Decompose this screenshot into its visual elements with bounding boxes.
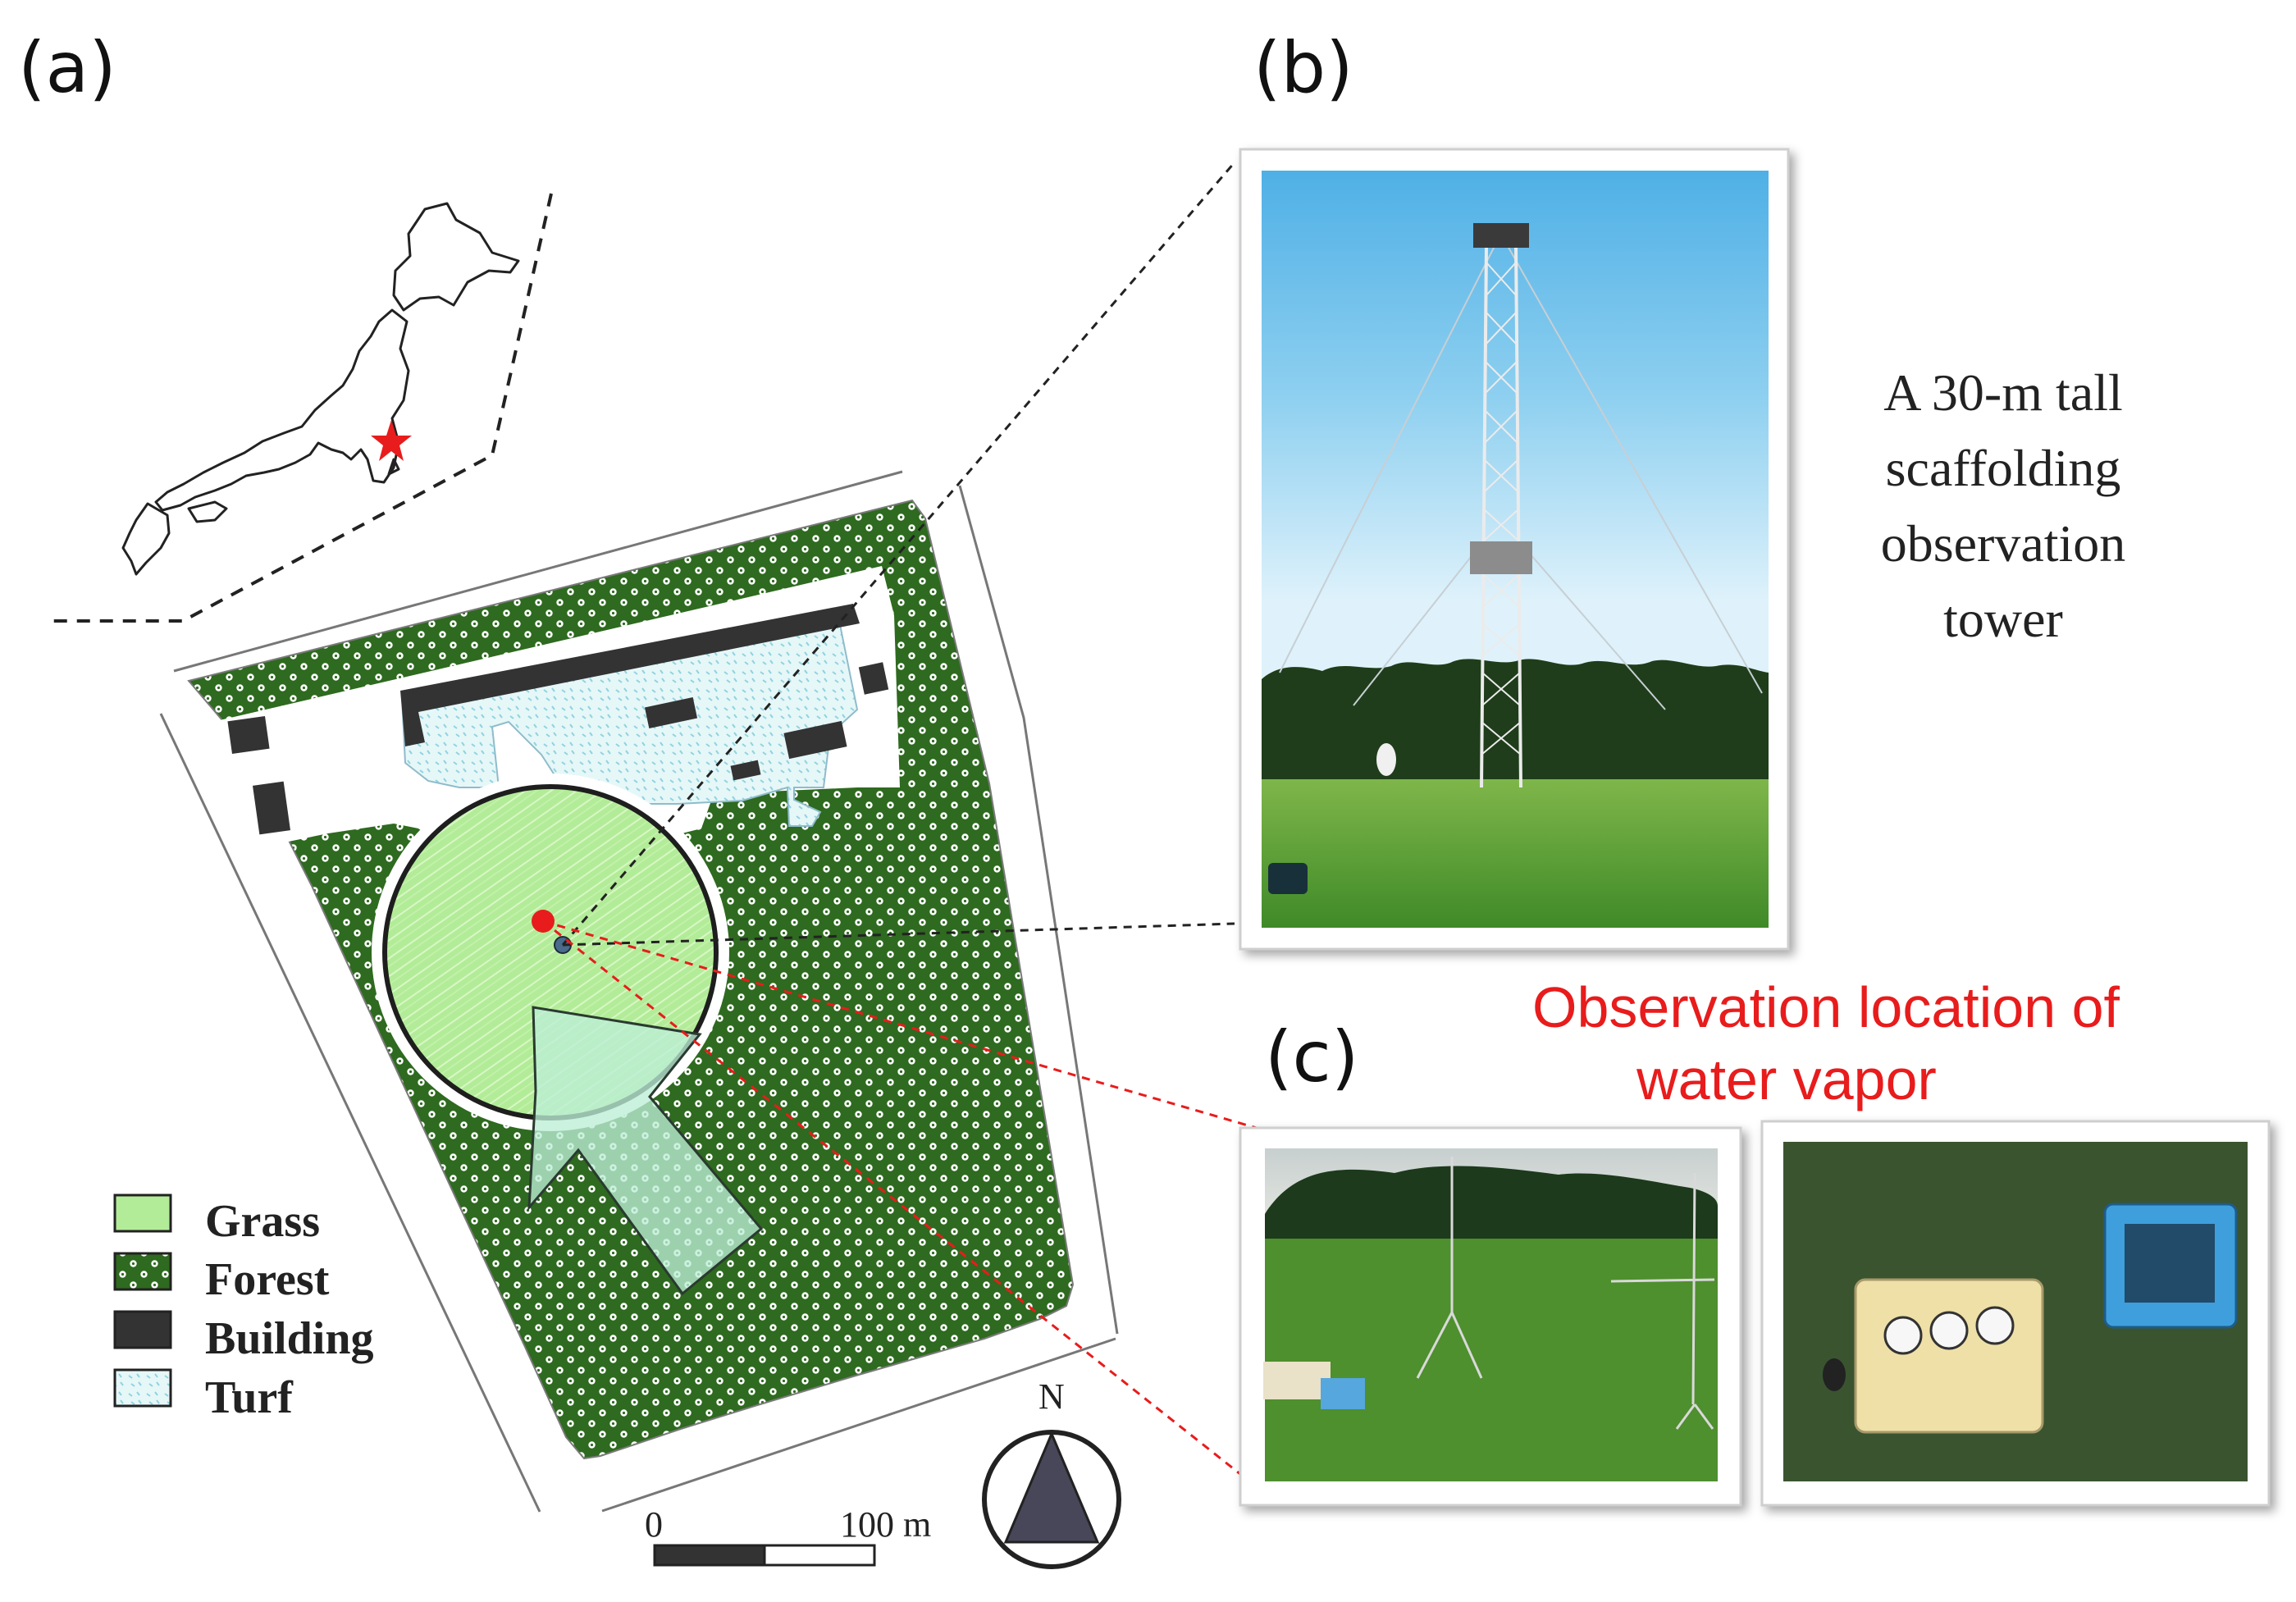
building-east-1 [858,662,889,695]
tower-caption-line-2: scaffolding [1886,439,2121,497]
tower-caption-line-3: observation [1881,514,2126,573]
legend-swatch-forest [113,1252,172,1291]
north-triangle [1003,1431,1100,1544]
tower-photo-frame [1239,148,1790,951]
building-main-long [400,604,860,746]
tower-photo [1262,171,1769,928]
legend-label-turf: Turf [205,1372,294,1423]
building-mid-1 [644,697,698,728]
building-west-1 [227,715,270,755]
tower-caption-line-4: tower [1943,590,2063,648]
legend-label-building: Building [205,1313,373,1364]
gauge-2 [1929,1311,1969,1350]
guy-wire-3 [1353,541,1484,706]
wind-direction-arrow [527,1006,764,1296]
building-west-2 [253,781,290,835]
road-outline-north [173,470,903,673]
vapor-leader-upper [542,920,1266,1132]
photo-white-object [1376,743,1396,776]
north-label: N [1038,1376,1065,1417]
field-equipment-box [1263,1362,1331,1399]
tower-top-platform [1473,223,1529,248]
legend-swatch-grass [113,1194,172,1233]
tower-leader-upper [561,162,1236,946]
tower-mid-platform [1470,541,1532,574]
lattice-tower [1480,245,1522,788]
gauge-1 [1883,1316,1923,1355]
field-mast [1416,1157,1715,1430]
red-star-location [371,420,412,461]
leader-lines [542,162,1266,1482]
site-map [159,470,1119,1513]
field-blue-box [1321,1378,1365,1409]
scale-bar-end-label: 100 m [840,1504,931,1545]
vapor-leader-lower [542,920,1249,1482]
road-outline-south [601,1337,1116,1513]
road-outline-east [958,485,1119,1335]
tower-caption-line-1: A 30-m tall [1883,363,2123,422]
scale-bar-white [763,1544,876,1567]
road-outline-west [159,713,541,1513]
map-legend: Grass Forest Building Turf [113,1194,373,1423]
panel-a-label: (a) [18,27,116,109]
japan-outline [121,202,520,576]
instrument-cylinder [1823,1358,1846,1391]
japan-inset-map [52,193,553,623]
guy-wire-4 [1518,541,1666,710]
legend-swatch-building [113,1310,172,1349]
building-mid-2 [783,720,847,760]
instrument-blue-panel [2125,1224,2215,1303]
inset-border-dashed [52,193,553,623]
legend-label-grass: Grass [205,1196,320,1247]
tower-photo-treeline [1262,659,1769,787]
vapor-caption-line-1: Observation location of [1532,975,2120,1039]
scale-bar-black [653,1544,766,1567]
field-photo-treeline [1265,1166,1718,1247]
legend-label-forest: Forest [205,1254,330,1305]
scale-bar-start-label: 0 [645,1504,663,1545]
panel-c-label: (c) [1265,1016,1358,1098]
guy-wire-1 [1279,245,1495,673]
field-photo-frame [1239,1126,1742,1507]
north-arrow: N [982,1376,1121,1569]
legend-swatch-turf [113,1368,172,1408]
instrument-yellow-case [1854,1278,2044,1434]
instrument-photo-frame [1760,1120,2271,1507]
scale-bar: 0 100 m [645,1504,931,1567]
vapor-caption-line-2: water vapor [1636,1047,1937,1111]
field-photo-grass [1265,1239,1718,1481]
photo-instrument-box [1268,863,1308,894]
guy-wire-2 [1507,245,1763,694]
panel-b-label: (b) [1253,27,1353,109]
building-mid-3 [730,760,761,781]
tower-photo-field [1262,779,1769,928]
gauge-3 [1975,1306,2015,1345]
